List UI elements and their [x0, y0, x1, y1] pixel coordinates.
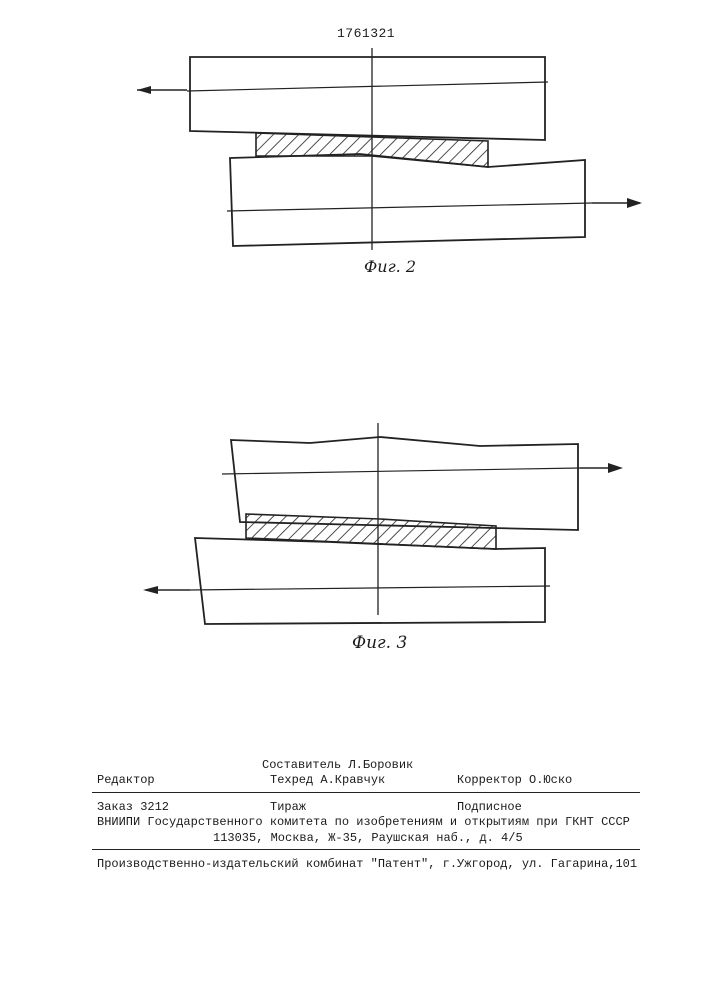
address-line: 113035, Москва, Ж-35, Раушская наб., д. …: [213, 831, 523, 845]
fig3-lower-axis: [190, 586, 550, 590]
publisher-line: Производственно-издательский комбинат "П…: [97, 857, 637, 871]
editor-label: Редактор: [97, 773, 155, 787]
subscription-label: Подписное: [457, 800, 522, 814]
footer-rule-1: [92, 792, 640, 793]
figure-3-caption: Фиг. 3: [352, 633, 407, 653]
techred-line: Техред А.Кравчук: [270, 773, 385, 787]
corrector-line: Корректор О.Юско: [457, 773, 572, 787]
fig3-lower-plate: [195, 538, 545, 624]
compiler-line: Составитель Л.Боровик: [262, 758, 413, 772]
vniipi-line: ВНИИПИ Государственного комитета по изоб…: [97, 815, 630, 829]
footer-rule-2: [92, 849, 640, 850]
fig3-upper-axis: [222, 468, 580, 474]
fig3-left-arrow: [143, 586, 190, 594]
fig3-right-arrow: [580, 463, 623, 473]
order-number: Заказ 3212: [97, 800, 169, 814]
circulation-label: Тираж: [270, 800, 306, 814]
